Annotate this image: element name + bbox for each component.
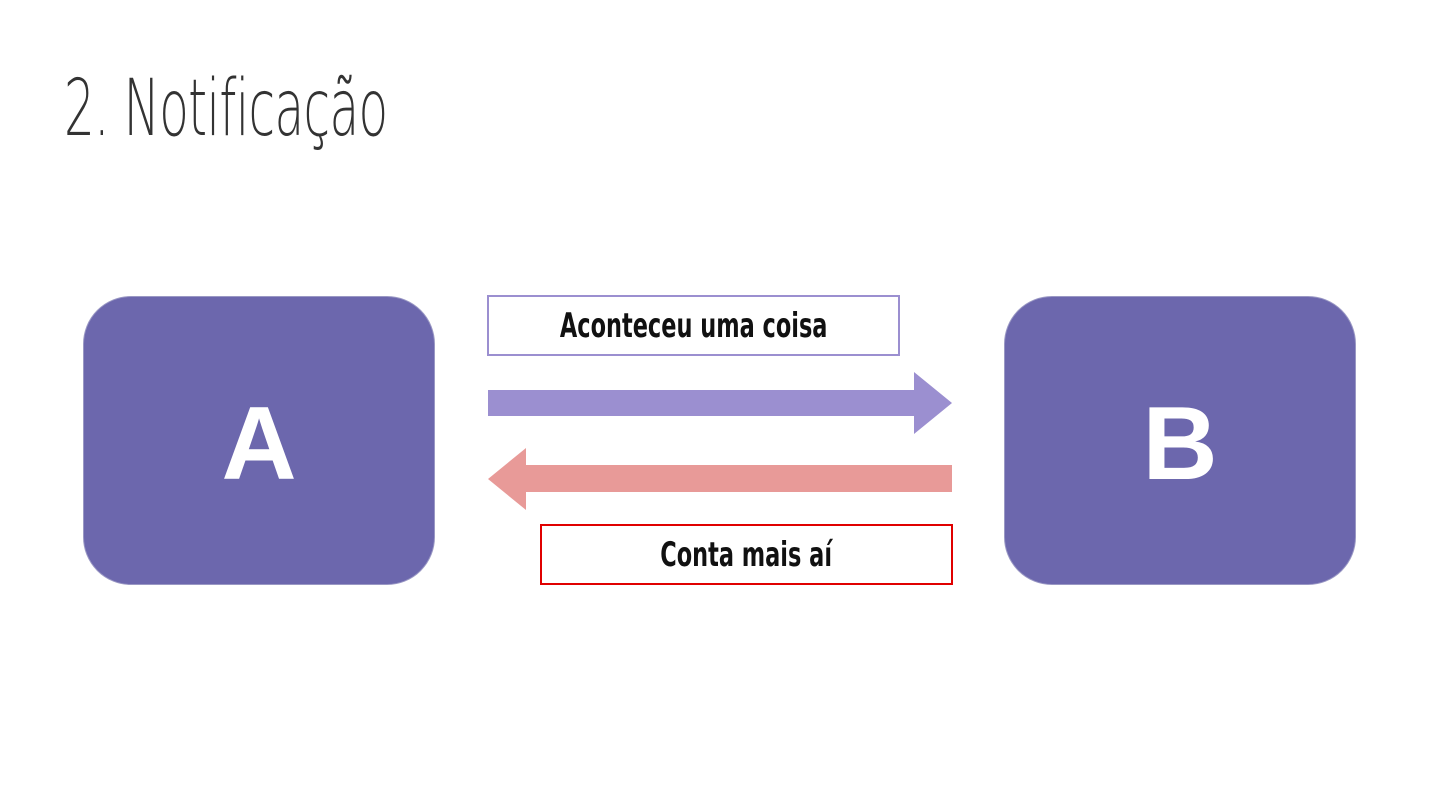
node-b: B (1004, 296, 1356, 585)
notification-message-box: Aconteceu uma coisa (487, 295, 900, 356)
reply-arrow-shape (488, 448, 952, 510)
reply-arrow-left (488, 448, 952, 510)
node-a-label: A (221, 385, 297, 502)
slide-title: 2. Notificação (64, 64, 388, 154)
reply-message-text: Conta mais aí (660, 534, 833, 575)
notification-arrow-right (488, 372, 952, 434)
node-a: A (83, 296, 435, 585)
node-b-label: B (1142, 385, 1218, 502)
notification-message-text: Aconteceu uma coisa (559, 305, 828, 346)
notification-arrow-shape (488, 372, 952, 434)
reply-message-box: Conta mais aí (540, 524, 953, 585)
